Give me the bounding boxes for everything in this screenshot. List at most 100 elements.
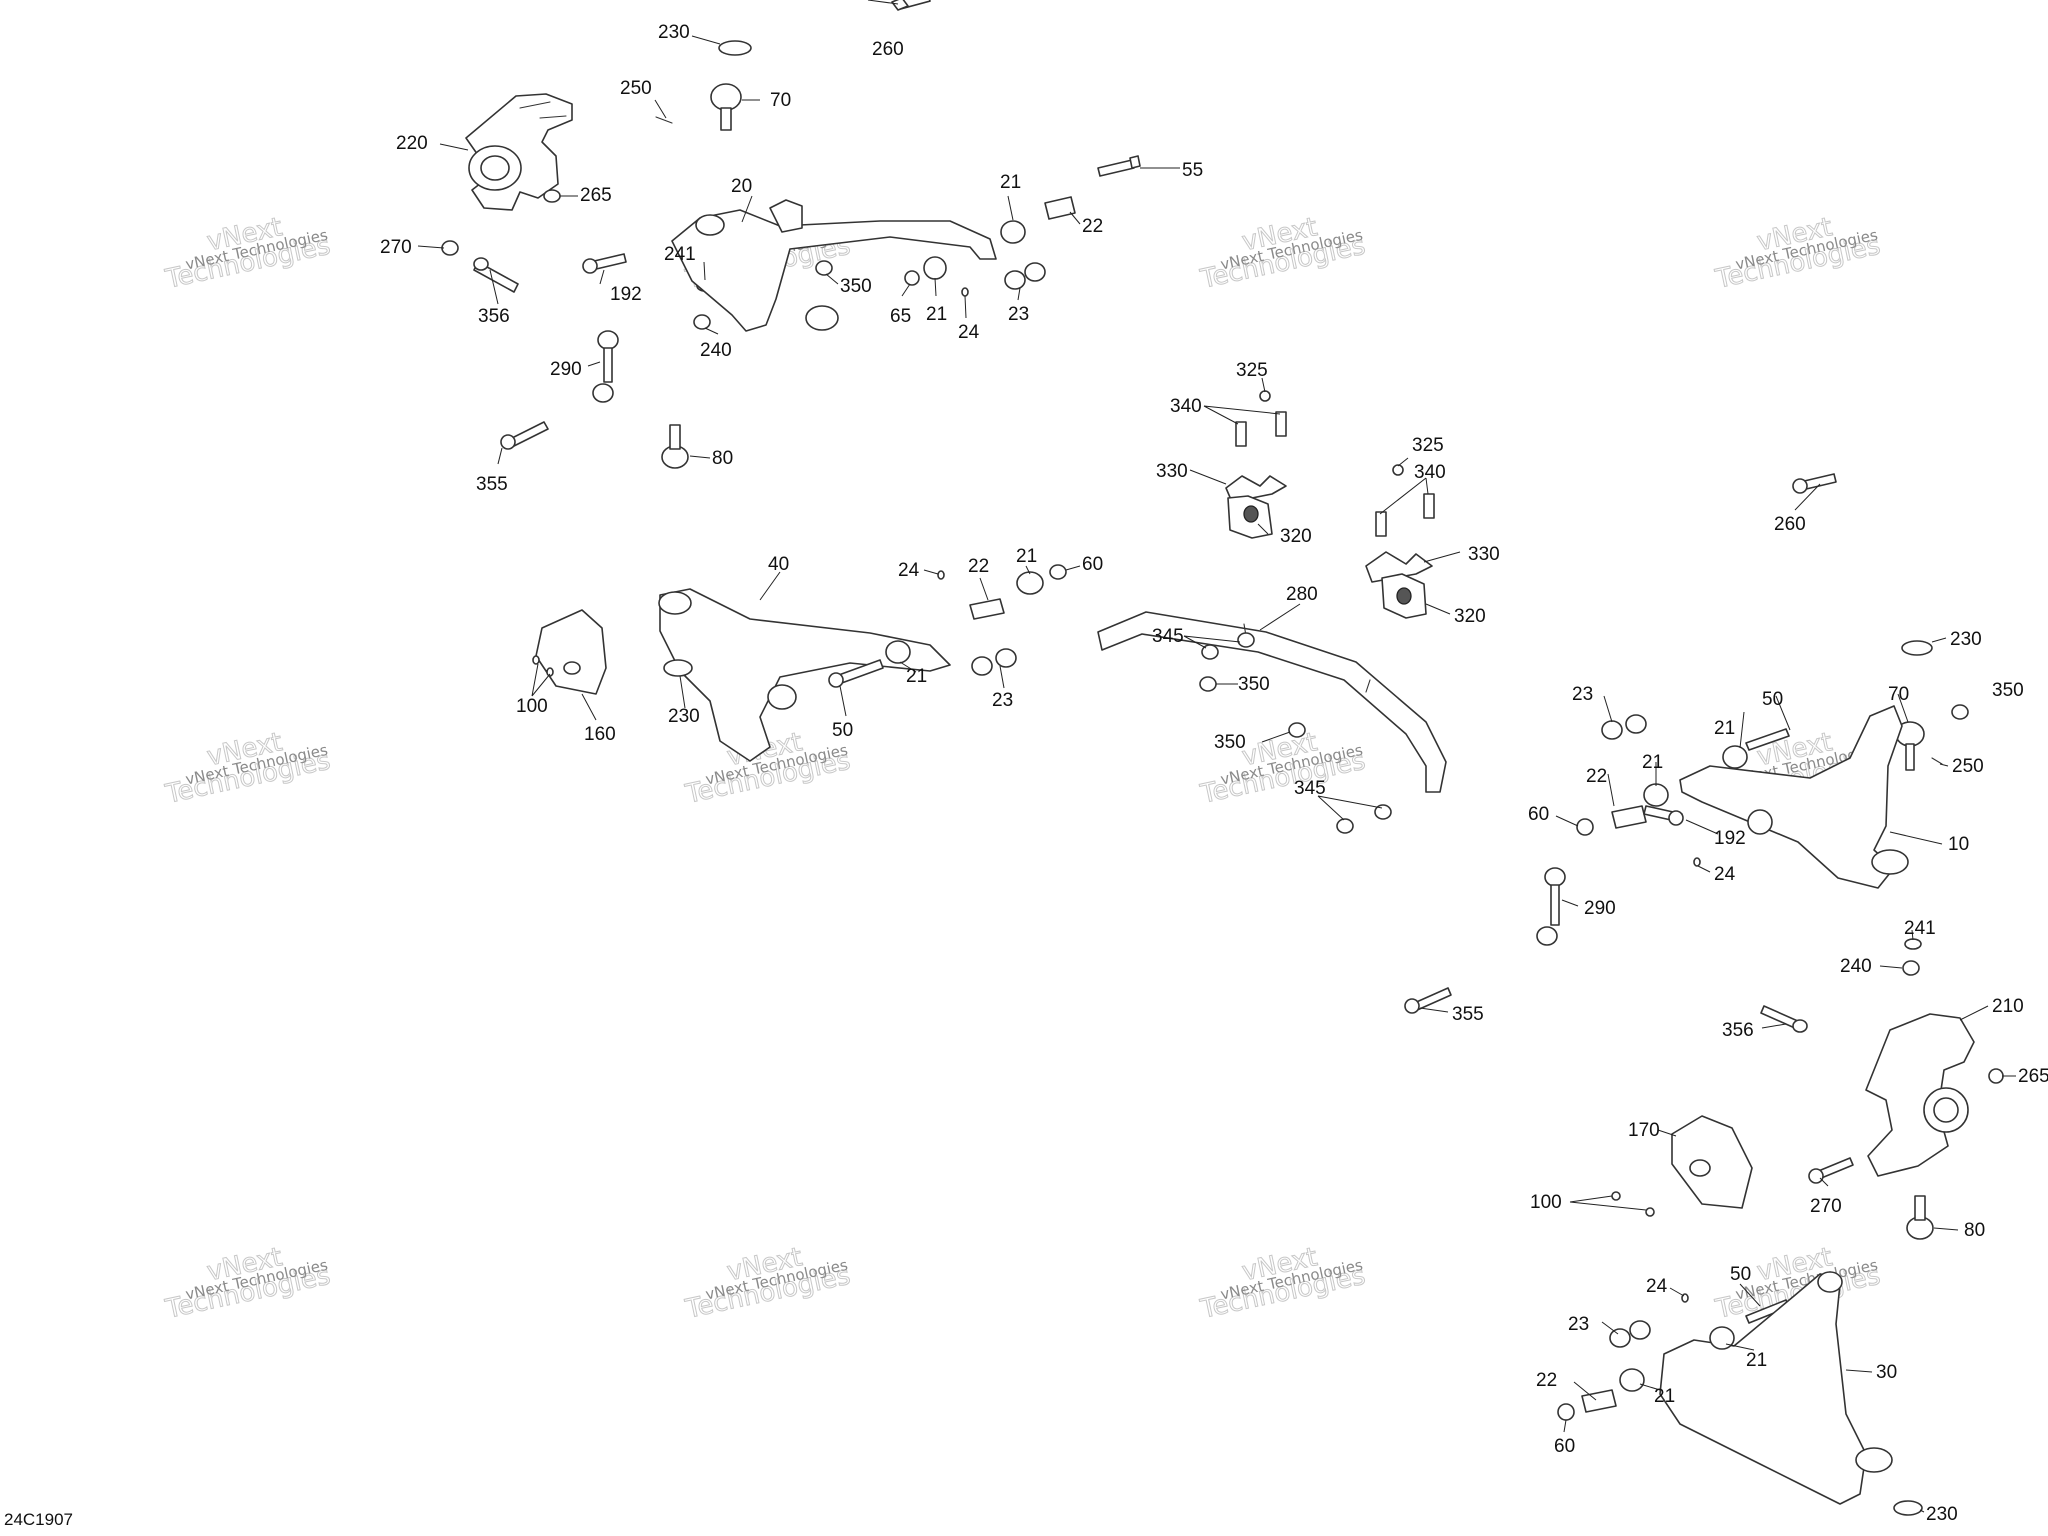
watermark: Technologies vNext vNext Technologies xyxy=(1197,212,1369,296)
circlip-230-right xyxy=(1901,640,1933,656)
washer-23-low xyxy=(1609,1320,1651,1348)
callout-340: 340 xyxy=(1170,396,1202,417)
callout-230: 230 xyxy=(668,706,700,727)
ball-joint-70-top xyxy=(710,83,742,131)
bushing-320-bot xyxy=(1381,573,1427,619)
callout-24: 24 xyxy=(898,560,920,581)
callout-21: 21 xyxy=(1016,546,1037,567)
upper-a-arm-20 xyxy=(671,199,997,332)
callout-labels: 230 260 250 70 220 265 20 21 55 22 270 1… xyxy=(380,22,2048,1525)
nut-350-right xyxy=(1951,704,1969,720)
watermark: Technologies vNext vNext Technologies xyxy=(1197,1242,1369,1326)
sway-bar-280 xyxy=(1097,611,1447,793)
bolt-356-right xyxy=(1760,1005,1808,1033)
watermark: Technologies vNext vNext Technologies xyxy=(162,727,334,811)
callout-24: 24 xyxy=(958,322,980,343)
bolt-50-right xyxy=(1745,728,1790,751)
callout-21: 21 xyxy=(906,666,927,687)
callout-80: 80 xyxy=(1964,1220,1985,1241)
callout-355: 355 xyxy=(476,474,508,495)
nut-240-top xyxy=(693,314,711,330)
callout-22: 22 xyxy=(1536,1370,1557,1391)
leader-lines xyxy=(417,0,2016,1513)
callout-345: 345 xyxy=(1294,778,1326,799)
callout-330: 330 xyxy=(1468,544,1500,565)
callout-240: 240 xyxy=(700,340,732,361)
bracket-330-bot xyxy=(1365,551,1433,583)
bolts-340-top xyxy=(1235,411,1287,447)
callout-210: 210 xyxy=(1992,996,2024,1017)
watermark: Technologies vNext vNext Technologies xyxy=(162,212,334,296)
bushing-21-low-b xyxy=(1619,1368,1645,1392)
callout-350: 350 xyxy=(840,276,872,297)
callout-350: 350 xyxy=(1992,680,2024,701)
callout-60: 60 xyxy=(1554,1436,1575,1457)
nuts-345-low xyxy=(1336,804,1392,834)
nut-325-bot xyxy=(1392,464,1404,476)
callout-250: 250 xyxy=(1952,756,1984,777)
callout-21: 21 xyxy=(1714,718,1735,739)
callout-320: 320 xyxy=(1280,526,1312,547)
callout-100: 100 xyxy=(516,696,548,717)
callout-340: 340 xyxy=(1414,462,1446,483)
nut-265-top xyxy=(543,189,561,203)
pin-24-mid xyxy=(937,570,945,580)
callout-170: 170 xyxy=(1628,1120,1660,1141)
washer-23-mid xyxy=(971,648,1017,676)
link-290-top xyxy=(592,330,619,403)
nut-60-right xyxy=(1576,818,1594,836)
callout-21: 21 xyxy=(1654,1386,1675,1407)
callout-241: 241 xyxy=(1904,918,1936,939)
nut-60-top xyxy=(1049,564,1067,580)
bushing-21-low-a xyxy=(1709,1326,1735,1350)
callout-192: 192 xyxy=(1714,828,1746,849)
callout-220: 220 xyxy=(396,133,428,154)
callout-60: 60 xyxy=(1528,804,1549,825)
link-290-right xyxy=(1536,867,1566,946)
callout-65: 65 xyxy=(890,306,911,327)
bolts-340-bot xyxy=(1375,493,1435,537)
callout-350: 350 xyxy=(1214,732,1246,753)
callout-22: 22 xyxy=(968,556,989,577)
bolt-192-top xyxy=(582,253,627,274)
callout-265: 265 xyxy=(580,185,612,206)
bolt-355-right xyxy=(1404,987,1452,1014)
diagram-code: 24C1907 xyxy=(4,1510,74,1529)
callout-270: 270 xyxy=(380,237,412,258)
callout-241: 241 xyxy=(664,244,696,265)
nut-270-top xyxy=(441,240,459,256)
callout-40: 40 xyxy=(768,554,789,575)
spacer-22-top xyxy=(1044,196,1076,220)
callout-21: 21 xyxy=(926,304,947,325)
callout-22: 22 xyxy=(1586,766,1607,787)
callout-192: 192 xyxy=(610,284,642,305)
bushing-21-top-b xyxy=(923,256,947,280)
spacer-22-right xyxy=(1611,805,1647,829)
callout-325: 325 xyxy=(1236,360,1268,381)
nut-350-top xyxy=(815,260,833,276)
callout-80: 80 xyxy=(712,448,733,469)
callout-230: 230 xyxy=(1926,1504,1958,1525)
washer-241-right xyxy=(1904,938,1922,950)
callout-50: 50 xyxy=(832,720,853,741)
nut-325-top xyxy=(1259,390,1271,402)
watermark: Technologies vNext vNext Technologies xyxy=(1712,212,1884,296)
bushing-21-right-a xyxy=(1722,745,1748,769)
watermark: Technologies vNext vNext Technologies xyxy=(682,1242,854,1326)
callout-23: 23 xyxy=(1568,1314,1589,1335)
nut-350-mid-a xyxy=(1199,676,1217,692)
ball-joint-80-right xyxy=(1906,1195,1934,1240)
upper-a-arm-10 xyxy=(1679,705,1909,889)
watermark-group: Technologies vNext vNext Technologies Te… xyxy=(162,212,1884,1326)
parts xyxy=(441,0,2004,1516)
screws-100-right xyxy=(1611,1191,1655,1217)
nut-265-right xyxy=(1988,1068,2004,1084)
callout-60: 60 xyxy=(1082,554,1103,575)
callout-24: 24 xyxy=(1646,1276,1668,1297)
bushing-21-right-b xyxy=(1643,783,1669,807)
cotter-pin-250-top xyxy=(655,116,673,124)
callout-260: 260 xyxy=(872,39,904,60)
callout-23: 23 xyxy=(1008,304,1029,325)
callout-50: 50 xyxy=(1730,1264,1751,1285)
